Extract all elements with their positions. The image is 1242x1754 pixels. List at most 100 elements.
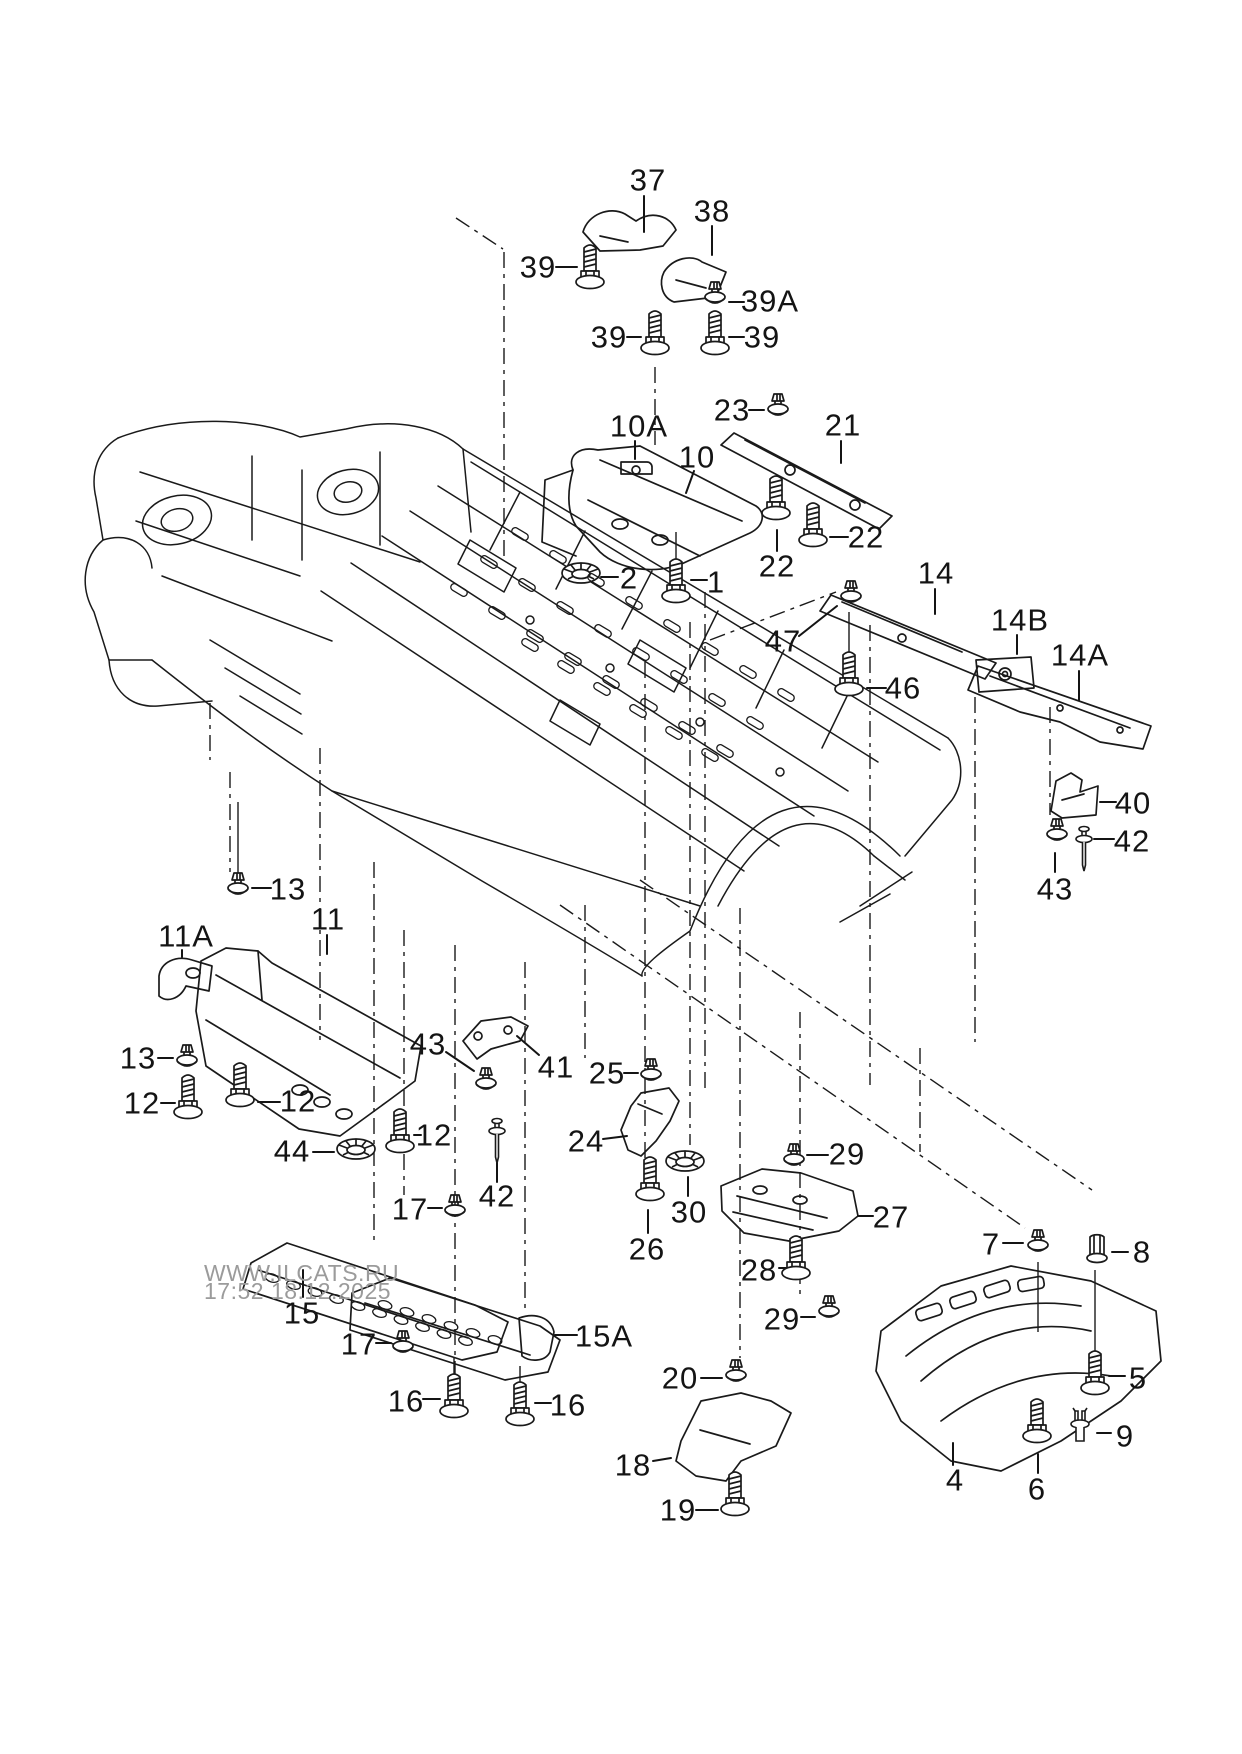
clip-icon	[1046, 818, 1068, 841]
callout-17: 17	[340, 1326, 378, 1362]
callout-11A: 11A	[158, 918, 214, 954]
callout-13: 13	[269, 871, 307, 907]
part-24-bracket	[620, 1087, 680, 1157]
panel-detail-slots	[264, 525, 797, 1346]
screw-icon	[1022, 1398, 1052, 1444]
callout-42: 42	[1113, 823, 1151, 859]
screw-icon	[385, 1108, 415, 1154]
part-37-bracket	[582, 210, 677, 252]
washer-icon	[561, 562, 601, 584]
callout-10A: 10A	[609, 408, 669, 444]
callout-29: 29	[763, 1301, 801, 1337]
callout-42: 42	[478, 1178, 516, 1214]
callout-16: 16	[549, 1387, 587, 1423]
callout-22: 22	[847, 519, 885, 555]
screw-icon	[661, 558, 691, 604]
callout-22: 22	[758, 548, 796, 584]
callout-25: 25	[588, 1055, 626, 1091]
washer-icon	[665, 1150, 705, 1172]
callout-39: 39	[590, 319, 628, 355]
callout-28: 28	[740, 1252, 778, 1288]
callout-44: 44	[273, 1133, 311, 1169]
part-14A-rail	[967, 665, 1152, 750]
callout-16: 16	[387, 1383, 425, 1419]
watermark-timestamp: 17:52 18.12.2025	[204, 1278, 392, 1304]
callout-4: 4	[945, 1462, 965, 1498]
part-11A-bracket	[158, 957, 213, 1001]
part-40-bracket	[1050, 772, 1099, 819]
callout-15: 15	[283, 1295, 321, 1331]
callout-41: 41	[537, 1049, 575, 1085]
part-41-bracket	[462, 1016, 529, 1060]
callout-8: 8	[1132, 1234, 1152, 1270]
callout-13: 13	[119, 1040, 157, 1076]
callout-19: 19	[659, 1492, 697, 1528]
clip-icon	[640, 1058, 662, 1081]
callout-17: 17	[391, 1191, 429, 1227]
callout-10: 10	[678, 439, 716, 475]
clip-icon	[392, 1330, 414, 1353]
callout-27: 27	[872, 1199, 910, 1235]
callout-23: 23	[713, 392, 751, 428]
callout-14B: 14B	[990, 602, 1050, 638]
screw-icon	[225, 1062, 255, 1108]
screw-icon	[640, 310, 670, 356]
callout-12: 12	[123, 1085, 161, 1121]
screw-icon	[781, 1235, 811, 1281]
callout-leader-lines	[157, 195, 1129, 1511]
callout-39: 39	[519, 249, 557, 285]
pin-icon	[488, 1117, 506, 1164]
part-18-bracket	[675, 1392, 792, 1482]
callout-38: 38	[693, 193, 731, 229]
callout-43: 43	[1036, 871, 1074, 907]
callout-12: 12	[415, 1117, 453, 1153]
callout-29: 29	[828, 1136, 866, 1172]
plug-icon	[1086, 1233, 1108, 1264]
callout-21: 21	[824, 407, 862, 443]
clip-icon	[1027, 1229, 1049, 1252]
callout-40: 40	[1114, 785, 1152, 821]
screw-icon	[635, 1156, 665, 1202]
clip-icon	[840, 580, 862, 603]
screw-icon	[505, 1381, 535, 1427]
pin-icon	[1075, 825, 1093, 872]
callout-15A: 15A	[574, 1318, 634, 1354]
part-21-rail	[720, 432, 893, 530]
clip-icon	[227, 872, 249, 895]
screw-icon	[173, 1074, 203, 1120]
clip-icon	[818, 1295, 840, 1318]
watermark: WWW.ILCATS.RU 17:52 18.12.2025	[204, 1262, 399, 1304]
screw-icon	[720, 1471, 750, 1517]
part-38-bracket	[660, 257, 727, 303]
callout-6: 6	[1027, 1471, 1047, 1507]
part-27-panel	[720, 1168, 859, 1242]
clip-icon	[783, 1143, 805, 1166]
part-14-rail	[819, 594, 997, 680]
callout-1: 1	[706, 564, 726, 600]
vehicle-underbody-drawing	[84, 420, 962, 977]
part-11-underbody-panel	[195, 947, 422, 1137]
callout-43: 43	[409, 1026, 447, 1062]
part-10A-plate	[620, 461, 653, 475]
screw-icon	[439, 1373, 469, 1419]
clip-icon	[475, 1067, 497, 1090]
screw-icon	[798, 502, 828, 548]
callout-5: 5	[1128, 1360, 1148, 1396]
callout-14A: 14A	[1050, 637, 1110, 673]
callout-37: 37	[629, 162, 667, 198]
callout-2: 2	[619, 560, 639, 596]
clip-icon	[725, 1359, 747, 1382]
part-10-underbody-panel	[541, 445, 764, 571]
callout-39A: 39A	[740, 283, 800, 319]
callout-24: 24	[567, 1123, 605, 1159]
screw-icon	[700, 310, 730, 356]
screw-icon	[761, 475, 791, 521]
callout-30: 30	[670, 1194, 708, 1230]
rivet-icon	[1070, 1407, 1090, 1442]
callout-14: 14	[917, 555, 955, 591]
clip-icon	[704, 281, 726, 304]
callout-18: 18	[614, 1447, 652, 1483]
reference-lines	[209, 217, 1093, 1378]
callout-7: 7	[981, 1226, 1001, 1262]
